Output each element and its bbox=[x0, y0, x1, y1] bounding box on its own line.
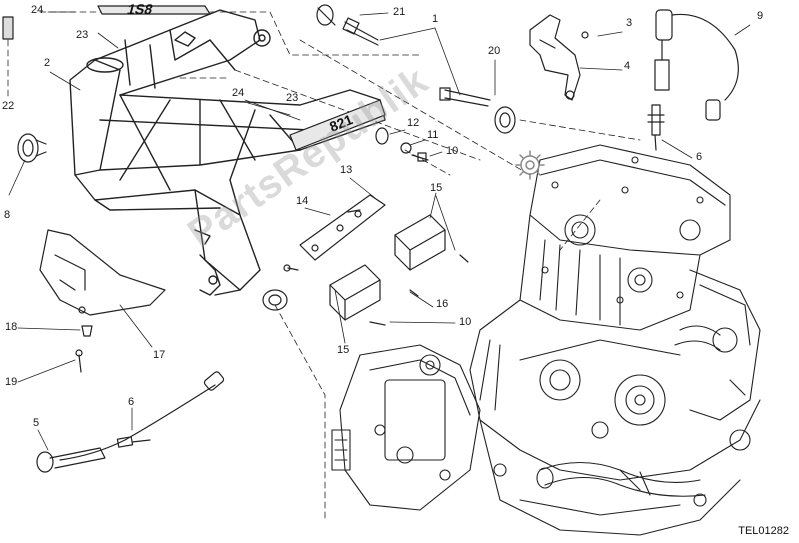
callout-13: 13 bbox=[340, 164, 353, 176]
callout-3: 3 bbox=[626, 17, 633, 29]
sensor-cable-5 bbox=[36, 371, 225, 473]
screws-14-16 bbox=[283, 209, 469, 326]
spark-plug-cable-9 bbox=[654, 9, 739, 121]
callout-6-sensor: 6 bbox=[128, 396, 135, 408]
bracket-4 bbox=[529, 14, 589, 101]
bolt-21 bbox=[316, 4, 379, 46]
frame-decal-1s8 bbox=[97, 5, 211, 15]
callout-10-top: 10 bbox=[446, 145, 459, 157]
engine-block bbox=[331, 144, 761, 536]
callout-6-plug: 6 bbox=[696, 151, 703, 163]
callout-12: 12 bbox=[407, 117, 420, 129]
callout-15-top: 15 bbox=[430, 182, 443, 194]
ignition-coil-15-a bbox=[394, 214, 446, 271]
bolt-1 bbox=[439, 87, 516, 134]
callout-23-mid: 23 bbox=[286, 92, 299, 104]
callout-22: 22 bbox=[2, 100, 15, 112]
ignition-coil-15-b bbox=[329, 264, 381, 321]
callout-9: 9 bbox=[757, 10, 764, 22]
callout-20: 20 bbox=[488, 45, 501, 57]
callout-17: 17 bbox=[153, 349, 166, 361]
callout-14: 14 bbox=[296, 195, 309, 207]
callout-15-bottom: 15 bbox=[337, 344, 350, 356]
rivet-18 bbox=[81, 325, 93, 337]
screw-19 bbox=[75, 349, 83, 373]
callout-8: 8 bbox=[4, 209, 11, 221]
callout-2: 2 bbox=[44, 57, 51, 69]
callout-24-mid: 24 bbox=[232, 87, 245, 99]
gear-icon bbox=[515, 150, 545, 180]
small-parts-12-11-10 bbox=[375, 127, 429, 162]
callout-19: 19 bbox=[5, 376, 18, 388]
callout-21: 21 bbox=[393, 6, 406, 18]
decal-strip-22 bbox=[2, 16, 14, 40]
callout-23-top: 23 bbox=[76, 29, 89, 41]
solid-leaders bbox=[8, 11, 751, 451]
callout-11: 11 bbox=[427, 129, 439, 141]
callout-16: 16 bbox=[436, 298, 449, 310]
callout-5: 5 bbox=[33, 417, 40, 429]
side-panel-17 bbox=[39, 229, 166, 316]
spark-plug-6 bbox=[647, 104, 665, 151]
frame-decal-821 bbox=[289, 99, 386, 151]
dashed-leaders bbox=[7, 11, 641, 521]
grommet-8 bbox=[17, 133, 47, 163]
reference-code: TEL01282 bbox=[738, 525, 789, 537]
bracket-13 bbox=[299, 194, 386, 261]
callout-1: 1 bbox=[432, 13, 439, 25]
callout-18: 18 bbox=[5, 321, 18, 333]
frame-decal-text-1s8: 1S8 bbox=[125, 2, 154, 18]
callout-24-top: 24 bbox=[31, 4, 44, 16]
callout-10-bottom: 10 bbox=[459, 316, 472, 328]
callout-4: 4 bbox=[624, 60, 631, 72]
rubber-mount bbox=[262, 289, 288, 311]
